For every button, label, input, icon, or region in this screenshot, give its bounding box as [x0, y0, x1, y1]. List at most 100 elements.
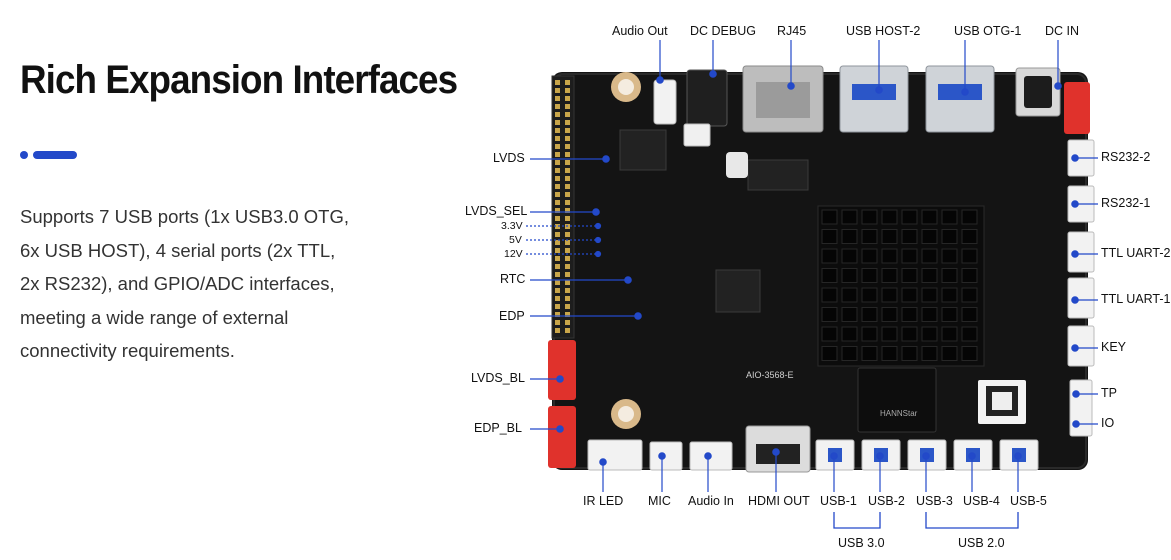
header-pin	[555, 304, 560, 309]
header-pin	[555, 240, 560, 245]
header-pin	[555, 160, 560, 165]
description-line: connectivity requirements.	[20, 340, 235, 361]
header-pin	[565, 96, 570, 101]
header-pin	[565, 160, 570, 165]
header-pin	[565, 168, 570, 173]
label-usb-4: USB-4	[963, 494, 1000, 508]
header-pin	[565, 264, 570, 269]
label-hdmi-out: HDMI OUT	[748, 494, 810, 508]
header-pin	[555, 288, 560, 293]
header-pin	[555, 144, 560, 149]
heatsink-fin	[841, 229, 858, 244]
header-pin	[565, 240, 570, 245]
memory-chip	[619, 129, 667, 171]
heatsink-fin	[821, 346, 838, 361]
label-dc-in: DC IN	[1045, 24, 1080, 38]
callout-dot	[624, 276, 632, 284]
heatsink-fin	[881, 307, 898, 322]
heatsink-fin	[821, 307, 838, 322]
edp-bl-connector	[548, 406, 576, 468]
header-pin	[565, 152, 570, 157]
label-audio-in: Audio In	[688, 494, 734, 508]
heatsink-fin	[881, 287, 898, 303]
chip-brand-label: HANNStar	[880, 409, 918, 418]
label-audio-out: Audio Out	[612, 24, 668, 38]
heatsink-fin	[961, 287, 978, 303]
label-usb-5: USB-5	[1010, 494, 1047, 508]
label-voltage-12v: 12V	[504, 248, 523, 260]
heatsink-fin	[881, 326, 898, 342]
callout-dot	[602, 155, 610, 163]
header-pin	[565, 328, 570, 333]
header-pin	[565, 320, 570, 325]
label-usb-host-2: USB HOST-2	[846, 24, 921, 38]
power-connector-red	[1064, 82, 1090, 134]
description: Supports 7 USB ports (1x USB3.0 OTG, 6x …	[20, 200, 400, 368]
heatsink-fin	[941, 229, 958, 244]
tp-io-connector	[1069, 379, 1093, 437]
heatsink-fin	[941, 346, 958, 361]
label-voltage-5v: 5V	[509, 234, 522, 246]
callout-dot	[709, 70, 717, 78]
heatsink-fin	[941, 307, 958, 322]
soc-chip	[715, 269, 761, 313]
heatsink-fin	[961, 268, 978, 283]
label-mic: MIC	[648, 494, 671, 508]
heatsink	[817, 205, 985, 367]
callout-dot	[704, 452, 712, 460]
label-lvds-bl: LVDS_BL	[471, 371, 525, 385]
usb-otg-1-tongue	[938, 84, 982, 100]
header-pin	[565, 232, 570, 237]
heatsink-fin	[901, 307, 918, 322]
voltage-dot	[594, 236, 602, 244]
callout-dot	[968, 452, 976, 460]
header-pin	[555, 256, 560, 261]
dc-debug-header	[683, 123, 711, 147]
label-usb-3: USB-3	[916, 494, 953, 508]
header-pin	[565, 200, 570, 205]
mounting-hole	[611, 399, 641, 429]
heatsink-fin	[861, 287, 878, 303]
callout-dot	[1054, 82, 1062, 90]
callout-dot	[875, 86, 883, 94]
header-pin	[565, 208, 570, 213]
callout-dot	[1071, 344, 1079, 352]
label-ttl-uart-2: TTL UART-2	[1101, 246, 1171, 260]
header-pin	[565, 104, 570, 109]
mounting-hole	[611, 72, 641, 102]
heatsink-fin	[881, 268, 898, 283]
heatsink-fin	[861, 229, 878, 244]
heatsink-fin	[941, 268, 958, 283]
description-line: 6x USB HOST), 4 serial ports (2x TTL,	[20, 239, 336, 261]
callout-dot	[1072, 390, 1080, 398]
callout-lines	[526, 40, 1098, 492]
heatsink-fin	[921, 268, 938, 283]
white-component	[726, 152, 748, 178]
heatsink-fin	[821, 287, 838, 303]
label-tp: TP	[1101, 386, 1117, 400]
header-pin	[555, 136, 560, 141]
label-ir-led: IR LED	[583, 494, 624, 508]
qr-inner	[992, 392, 1012, 410]
header-pin	[565, 192, 570, 197]
heatsink-fin	[881, 248, 898, 264]
accent-bar	[33, 151, 77, 159]
label-rtc: RTC	[500, 272, 526, 286]
header-pin	[565, 304, 570, 309]
hannstar-chip	[857, 367, 937, 433]
label-rs232-2: RS232-2	[1101, 150, 1151, 164]
usb-host-2-tongue	[852, 84, 896, 100]
heatsink-fin	[961, 326, 978, 342]
callout-dot	[772, 448, 780, 456]
heatsink-fin	[941, 326, 958, 342]
label-usb-2: USB-2	[868, 494, 905, 508]
serial-connector	[1067, 325, 1095, 367]
heatsink-fin	[821, 268, 838, 283]
callout-dot	[922, 452, 930, 460]
label-key: KEY	[1101, 340, 1127, 354]
callout-dot	[876, 452, 884, 460]
heatsink-fin	[901, 326, 918, 342]
heatsink-fin	[921, 307, 938, 322]
header-pin	[555, 200, 560, 205]
header-pin	[555, 216, 560, 221]
